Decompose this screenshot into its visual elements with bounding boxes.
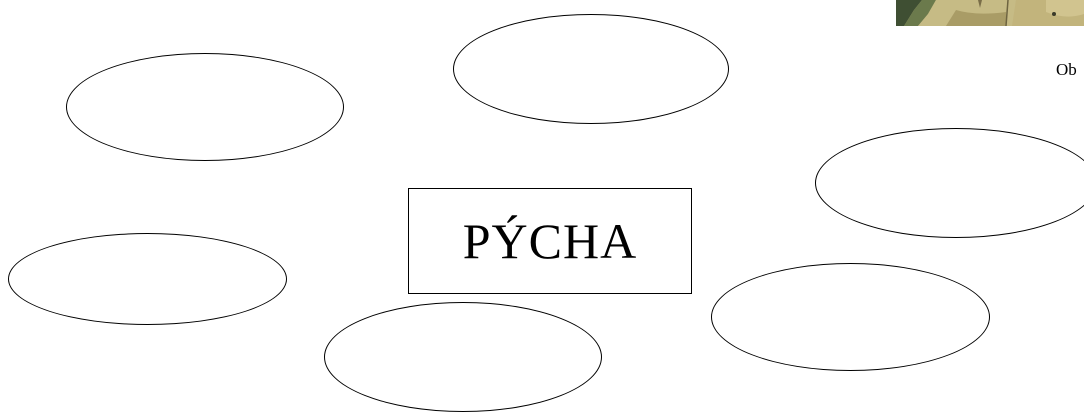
answer-bubble-bottom-center xyxy=(324,302,602,412)
central-word-box: PÝCHA xyxy=(408,188,692,294)
photo-image xyxy=(896,0,1084,26)
answer-bubble-top-left xyxy=(66,53,344,161)
photo-fragment xyxy=(896,0,1084,26)
answer-bubble-right-lower xyxy=(711,263,990,371)
image-caption: Ob xyxy=(1056,60,1077,80)
answer-bubble-right-upper xyxy=(815,128,1084,238)
answer-bubble-left-middle xyxy=(8,233,287,325)
central-word: PÝCHA xyxy=(463,216,637,266)
answer-bubble-top-center xyxy=(453,14,729,124)
